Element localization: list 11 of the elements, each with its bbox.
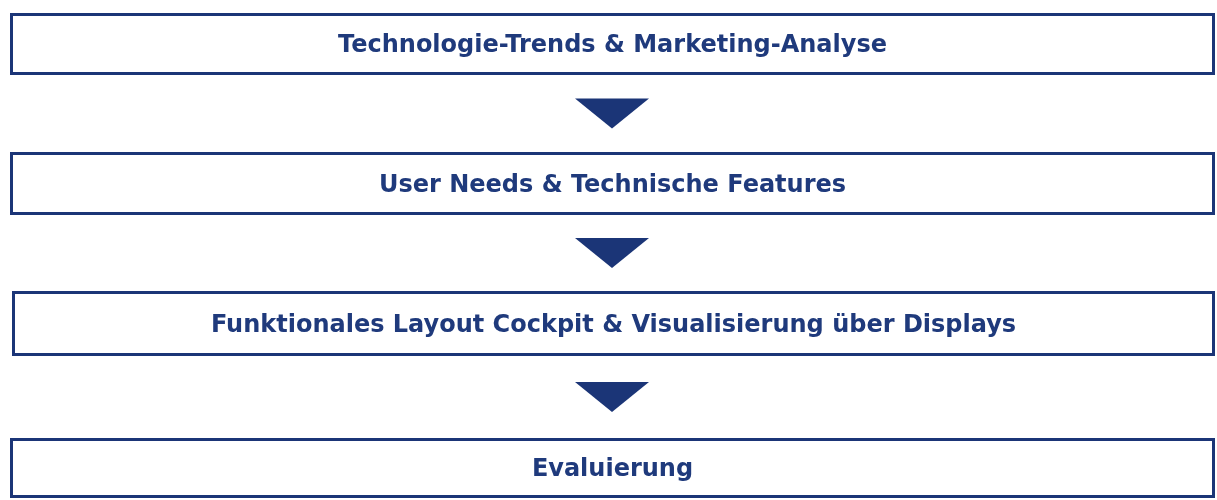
step-label: Technologie-Trends & Marketing-Analyse (338, 30, 887, 58)
step-label: User Needs & Technische Features (378, 169, 847, 198)
process-box (10, 152, 1215, 215)
step-label: Evaluierung (531, 454, 694, 482)
process-box (12, 291, 1215, 356)
process-box (10, 438, 1215, 498)
step-label: Funktionales Layout Cockpit & Visualisierung über Displays (210, 309, 1017, 338)
arrow (575, 382, 649, 412)
arrow (575, 98, 649, 129)
arrow (575, 238, 649, 268)
process-box (10, 13, 1215, 75)
